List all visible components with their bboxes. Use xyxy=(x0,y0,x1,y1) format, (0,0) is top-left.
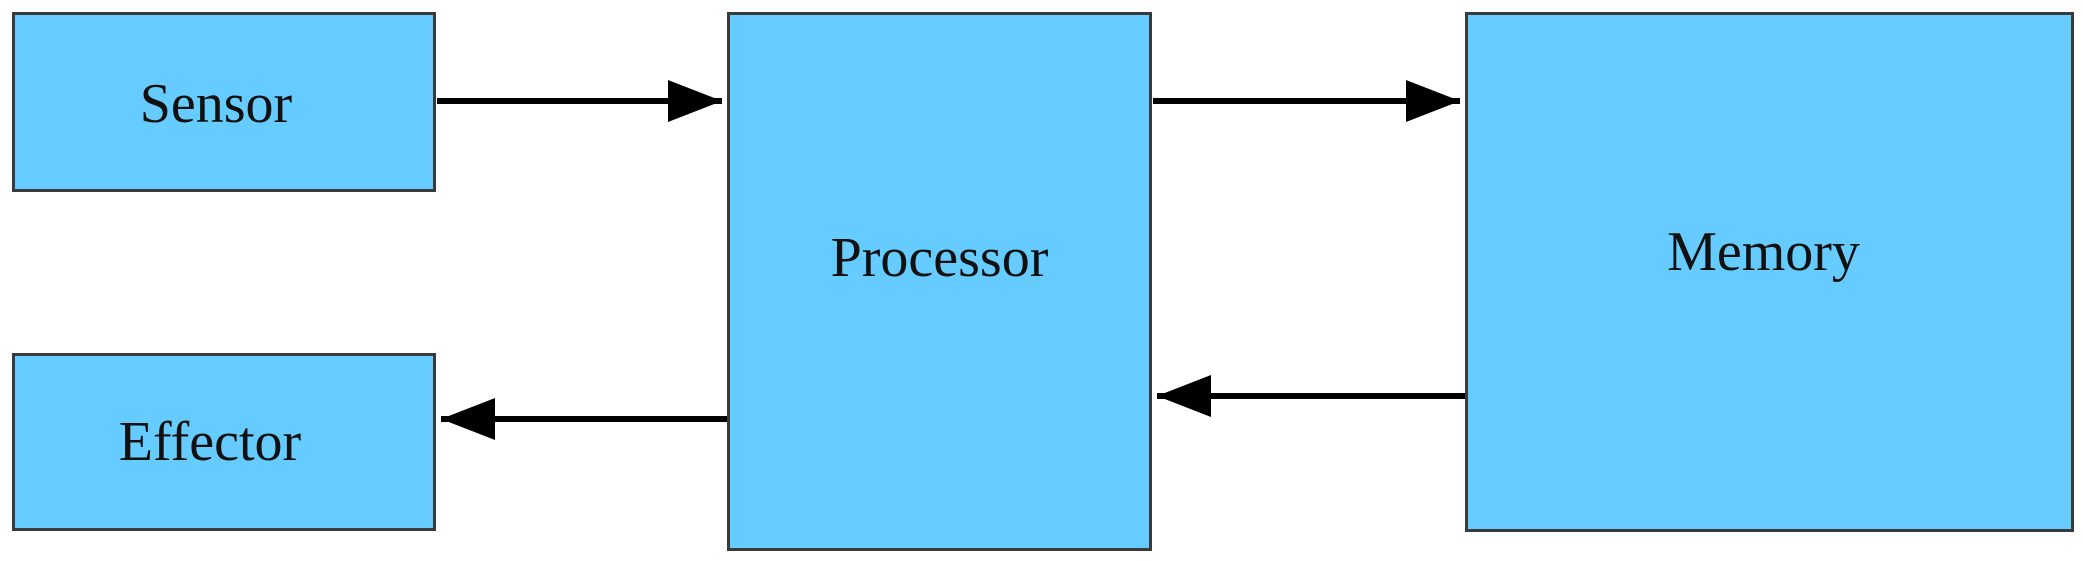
memory-box: Memory xyxy=(1465,12,2074,532)
sensor-label: Sensor xyxy=(139,73,293,135)
memory-label: Memory xyxy=(1667,221,1860,283)
processor-label: Processor xyxy=(830,226,1049,289)
effector-box: Effector xyxy=(12,353,436,531)
sensor-box: Sensor xyxy=(12,12,436,192)
effector-label: Effector xyxy=(118,411,302,473)
processor-box: Processor xyxy=(727,12,1152,551)
